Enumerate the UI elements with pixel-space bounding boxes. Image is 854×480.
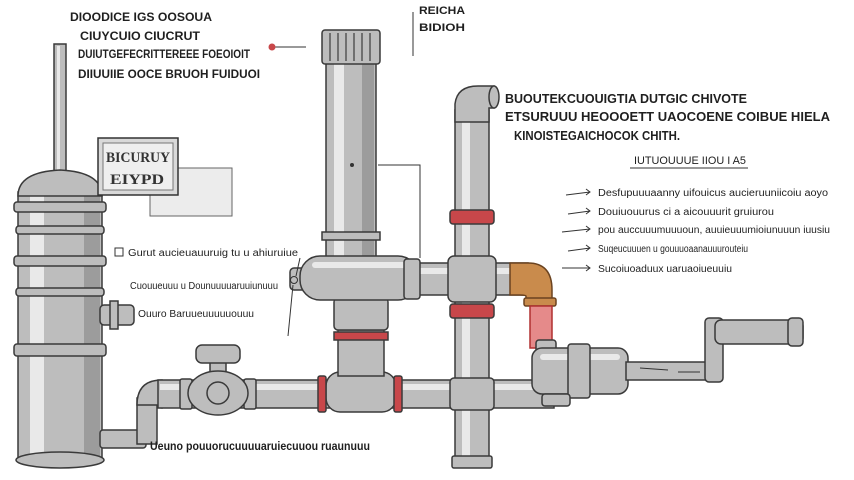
right-subheading: IUTUOUUUE IIOU I A5 (634, 155, 746, 167)
caption-line: DIIUUIIE OOCE BRUOH FUIDUOI (78, 67, 260, 81)
column-body-shadow (362, 64, 374, 260)
column-tee-highlight (312, 262, 406, 268)
riser (447, 85, 500, 469)
arrow-icon (562, 264, 591, 272)
column-lower-coupling (333, 297, 389, 331)
caption-line: DUIUTGEFECRITTEREEE FOEOIOIT (78, 47, 251, 61)
list-item: Douiuouurus ci a aicouuurit gruiurou (598, 207, 774, 218)
valve-handwheel (195, 344, 241, 364)
caption-line: DIOODICE IGS OOSOUA (70, 10, 212, 24)
lever-grip (787, 317, 804, 347)
column-flange (321, 231, 381, 241)
regulator-valve (531, 339, 629, 407)
tank-band (13, 201, 107, 213)
riser-top-elbow (454, 85, 495, 123)
bullet-square-icon (114, 247, 124, 257)
main-red-band (317, 375, 327, 413)
list-pointers (561, 188, 591, 272)
bottom-caption: Ueuno pouuorucuuuuaruiecuuou ruaunuuu (150, 439, 370, 453)
heading-line: BUOUTEKCUOUIGTIA DUTGIC CHIVOTE (505, 91, 747, 106)
riser-elbow-opening (488, 85, 500, 109)
storage-tank (13, 43, 135, 469)
tank-band (13, 343, 107, 357)
pointer-ring (290, 276, 298, 284)
riser-base (451, 455, 493, 469)
tank-band (15, 225, 105, 235)
right-list: Desfupuuuaanny uifouicus aucieruuniicoiu… (598, 188, 830, 275)
heading-line: ETSURUUU HEOOOETT UAOCOENE COIBUE HIELA (505, 109, 831, 124)
tank-base (15, 451, 105, 469)
caption-line: REICHA (419, 5, 465, 17)
column-body-highlight (334, 64, 344, 260)
top-center-caption: REICHA BIDIOH (419, 5, 465, 34)
heading-line: KINOISTEGAICHOCOK CHITH. (514, 128, 680, 143)
riser-lower-coupling (449, 377, 495, 411)
tank-band (15, 287, 105, 297)
riser-tee (447, 255, 497, 303)
side-label: Cuouueuuu u Dounuuuuaruuiunuuu (130, 281, 278, 292)
caption-line: BIDIOH (419, 22, 465, 34)
regulator-drain (541, 393, 571, 407)
sign-board: BICURUY EIYPD (97, 137, 233, 217)
valve-bonnet (206, 381, 230, 405)
regulator-nut (567, 343, 591, 399)
arrow-icon (567, 207, 591, 215)
list-item: Sucoiuoaduux uaruaoiueuuiu (598, 264, 732, 275)
list-item: pou auccuuumuuuoun, auuieuuumioiunuuun i… (598, 225, 830, 236)
side-label: Ouuro Baruueuuuuuouuu (138, 309, 254, 320)
arrow-icon (567, 244, 591, 252)
list-item: Desfupuuuaanny uifouicus aucieruuniicoiu… (598, 188, 828, 199)
bottom-tee (325, 371, 397, 413)
tank-vent-pipe-highlight (57, 46, 60, 176)
leader-line (287, 257, 301, 337)
column-mark (350, 163, 354, 167)
sign-inner-panel (102, 142, 174, 191)
main-red-band (393, 375, 403, 413)
arrow-icon (561, 225, 591, 233)
tank-band (13, 255, 107, 267)
top-left-caption: DIOODICE IGS OOSOUA CIUYCUIO CIUCRUT DUI… (70, 10, 260, 81)
right-heading: BUOUTEKCUOUIGTIA DUTGIC CHIVOTE ETSURUUU… (505, 91, 831, 143)
pointer-dot (268, 43, 276, 51)
column-cap (321, 29, 381, 65)
branch-coupling (403, 258, 421, 300)
list-item: Suqeucuuuen u gouuuoaanauuurouteiu (598, 244, 748, 255)
copper-coupling (523, 297, 557, 307)
gate-valve (179, 344, 257, 416)
column-cap-ribs (329, 33, 371, 61)
leader-line (378, 164, 421, 258)
leader-line (639, 367, 669, 371)
center-column (289, 29, 419, 413)
sign-line-1: BICURUY (106, 150, 170, 166)
arrow-icon (565, 188, 591, 196)
left-middle-labels: Gurut aucieuauuruig tu u ahiuruiue Cuouu… (114, 247, 298, 320)
sign-line-2: EIYPD (110, 172, 164, 188)
caption-line: CIUYCUIO CIUCRUT (80, 29, 201, 43)
copper-elbow (509, 262, 553, 301)
outlet-pipe (625, 361, 709, 381)
column-red-band (333, 331, 389, 341)
tank-side-outlet-nut (109, 300, 119, 330)
riser-red-band (449, 209, 495, 225)
riser-red-band (449, 303, 495, 319)
side-label: Gurut aucieuauuruig tu u ahiuruiue (128, 248, 298, 259)
tank-dome (17, 169, 103, 197)
